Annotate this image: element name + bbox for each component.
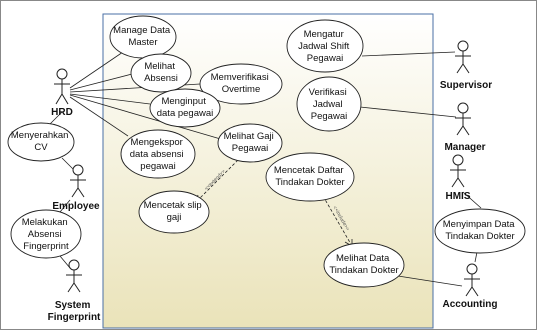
actor-hrd[interactable]: HRD: [51, 68, 73, 118]
actor-employee-figure: [70, 164, 86, 198]
use-case-label: Memverifikasi Overtime: [211, 72, 272, 95]
use-case-label: Manage Data Master: [113, 25, 173, 48]
assoc-hrd-melihat-gaji: [69, 94, 225, 141]
actor-manager-figure: [455, 102, 471, 136]
actor-accounting-label: Accounting: [443, 299, 498, 310]
actor-supervisor[interactable]: Supervisor: [440, 40, 492, 91]
actor-accounting[interactable]: Accounting: [443, 263, 498, 310]
actor-supervisor-figure: [455, 40, 471, 74]
assoc-accounting-melihat-data: [397, 275, 463, 287]
use-case-mengatur-jadwal-shift[interactable]: Mengatur Jadwal Shift Pegawai: [286, 19, 364, 73]
use-case-memverifikasi-overtime[interactable]: Memverifikasi Overtime: [199, 63, 283, 105]
assoc-hrd-manage-data-master: [69, 51, 124, 89]
actor-hrd-figure: [54, 68, 70, 105]
use-case-label: Mencetak slip gaji: [144, 200, 205, 223]
actor-accounting-figure: [464, 263, 480, 297]
use-case-label: Menginput data pegawai: [157, 96, 214, 119]
use-case-melihat-absensi[interactable]: Melihat Absensi: [130, 53, 192, 93]
actor-employee[interactable]: Employee: [52, 164, 100, 212]
actor-hrd-label: HRD: [51, 107, 73, 118]
actor-hmis-label: HMIS: [446, 191, 471, 202]
assoc-absensi-fingerprint: [59, 255, 71, 269]
use-case-mengekspor-data-absensi[interactable]: Mengekspor data absensi pegawai: [120, 129, 196, 179]
actor-system-fingerprint[interactable]: System Fingerprint: [48, 259, 101, 323]
actor-supervisor-label: Supervisor: [440, 80, 492, 91]
actor-employee-label: Employee: [52, 201, 100, 212]
use-case-label: Melihat Data Tindakan Dokter: [329, 253, 398, 276]
actor-manager[interactable]: Manager: [444, 102, 486, 153]
assoc-hrd-menginput-data: [69, 93, 151, 105]
use-case-melihat-data-tindakan[interactable]: Melihat Data Tindakan Dokter: [323, 242, 405, 288]
use-case-label: Melihat Gaji Pegawai: [224, 131, 277, 154]
actor-fingerprint-label: System Fingerprint: [48, 300, 101, 323]
use-case-label: Melihat Absensi: [144, 61, 178, 84]
assoc-supervisor-jadwal-shift: [361, 51, 456, 57]
use-case-menginput-data-pegawai[interactable]: Menginput data pegawai: [149, 88, 221, 128]
assoc-hrd-menyerahkan-cv: [49, 111, 63, 125]
assoc-employee-absensi: [59, 199, 71, 213]
use-case-mencetak-daftar-tindakan[interactable]: Mencetak Daftar Tindakan Dokter: [265, 152, 355, 202]
assoc-manager-verifikasi: [359, 106, 457, 118]
assoc-hmis-menyimpan: [462, 191, 482, 209]
use-case-label: Mengatur Jadwal Shift Pegawai: [298, 29, 352, 64]
use-case-mencetak-slip-gaji[interactable]: Mencetak slip gaji: [138, 190, 210, 234]
use-case-label: Melakukan Absensi Fingerprint: [22, 217, 71, 252]
use-case-label: Menyimpan Data Tindakan Dokter: [443, 219, 517, 242]
use-case-menyimpan-data-tindakan[interactable]: Menyimpan Data Tindakan Dokter: [434, 208, 526, 254]
actor-hmis[interactable]: HMIS: [446, 154, 471, 202]
use-case-melihat-gaji-pegawai[interactable]: Melihat Gaji Pegawai: [217, 123, 283, 163]
use-case-verifikasi-jadwal[interactable]: Verifikasi Jadwal Pegawai: [296, 76, 362, 132]
use-case-label: Verifikasi Jadwal Pegawai: [309, 87, 350, 122]
assoc-hrd-melihat-absensi: [69, 73, 133, 91]
actor-hmis-figure: [450, 154, 466, 188]
assoc-hrd-mengekspor: [69, 96, 129, 137]
use-case-label: Mengekspor data absensi pegawai: [130, 137, 187, 172]
use-case-menyerahkan-cv[interactable]: Menyerahkan CV: [7, 122, 75, 162]
use-case-manage-data-master[interactable]: Manage Data Master: [109, 15, 177, 59]
assoc-menyimpan-accounting: [474, 251, 478, 263]
use-case-melakukan-absensi[interactable]: Melakukan Absensi Fingerprint: [10, 209, 82, 259]
actor-manager-label: Manager: [444, 142, 485, 153]
use-case-label: Mencetak Daftar Tindakan Dokter: [274, 165, 346, 188]
actor-fingerprint-figure: [66, 259, 82, 293]
use-case-label: Menyerahkan CV: [11, 130, 71, 153]
